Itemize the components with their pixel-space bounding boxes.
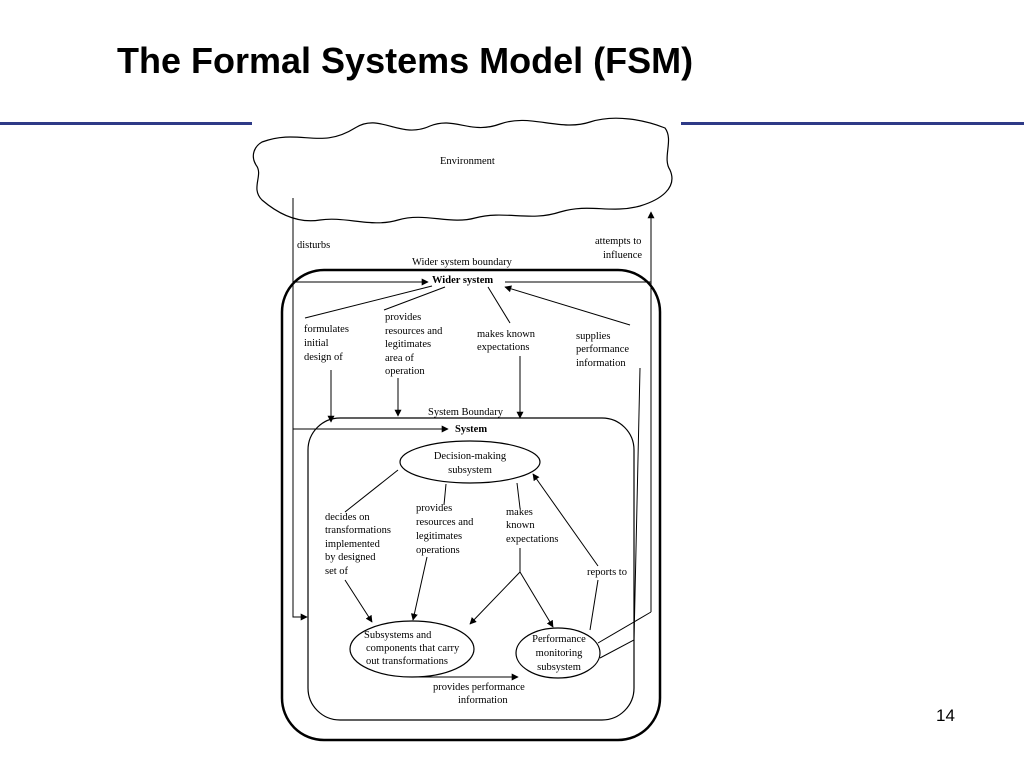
formulates-label-1: formulates — [304, 324, 349, 335]
formulates-line — [304, 285, 433, 319]
supplies-performance-line — [599, 367, 641, 659]
provides-resources-inner-arrow — [410, 556, 428, 621]
formulates-label-2: initial — [304, 338, 329, 349]
makes-known-outer-label-1: makes known — [477, 329, 536, 340]
makes-known-inner-line — [516, 482, 521, 509]
performance-monitoring-subsystem — [515, 627, 601, 679]
environment-label: Environment — [440, 156, 495, 167]
attempts-to-influence-label-2: influence — [603, 250, 642, 261]
disturbs-label: disturbs — [297, 240, 330, 251]
decides-on-line — [344, 469, 399, 513]
makes-known-to-subsystems-arrow — [469, 571, 521, 625]
makes-known-outer-label-2: expectations — [477, 342, 529, 353]
provides-resources-inner-label-4: operations — [416, 545, 460, 556]
environment-cloud — [252, 117, 673, 224]
provides-resources-outer-label-5: operation — [385, 366, 425, 377]
provides-resources-outer-label-3: legitimates — [385, 339, 431, 350]
subsystems-label-1: Subsystems and — [364, 630, 432, 641]
supplies-performance-label-2: performance — [576, 344, 629, 355]
system-boundary-label: System Boundary — [428, 407, 504, 418]
decides-on-label-4: by designed — [325, 552, 376, 563]
system-label: System — [455, 424, 487, 435]
decides-on-label-2: transformations — [325, 525, 391, 536]
provides-resources-outer-line — [383, 286, 446, 311]
decides-on-label-3: implemented — [325, 539, 381, 550]
subsystems-label-3: out transformations — [366, 656, 448, 667]
attempts-to-influence-label-1: attempts to — [595, 236, 641, 247]
decision-making-label-1: Decision-making — [434, 451, 507, 462]
system-boundary-box — [307, 417, 635, 721]
provides-resources-outer-label-1: provides — [385, 312, 421, 323]
makes-known-inner-label-2: known — [506, 520, 535, 531]
wider-system-boundary-box — [280, 268, 662, 742]
performance-to-influence-line — [597, 611, 652, 644]
provides-resources-outer-label-2: resources and — [385, 326, 443, 337]
decides-on-label-5: set of — [325, 566, 349, 577]
supplies-performance-arrow — [504, 285, 631, 326]
performance-monitoring-label-2: monitoring — [536, 648, 583, 659]
decides-on-arrow — [344, 579, 373, 623]
reports-to-arrow — [532, 473, 599, 567]
makes-known-inner-label-3: expectations — [506, 534, 558, 545]
provides-resources-inner-label-3: legitimates — [416, 531, 462, 542]
wider-system-boundary-label: Wider system boundary — [412, 257, 513, 268]
provides-resources-inner-label-1: provides — [416, 503, 452, 514]
reports-to-line — [589, 579, 599, 631]
decision-making-subsystem — [399, 440, 541, 484]
provides-resources-inner-line — [443, 483, 447, 506]
disturbs-arrow-to-system — [292, 282, 308, 621]
decision-making-label-2: subsystem — [448, 465, 492, 476]
provides-resources-inner-label-2: resources and — [416, 517, 474, 528]
provides-performance-label-1: provides performance — [433, 682, 525, 693]
title-divider-left — [0, 122, 252, 125]
subsystems-label-2: components that carry — [366, 643, 460, 654]
supplies-performance-label-1: supplies — [576, 331, 610, 342]
formulates-label-3: design of — [304, 352, 343, 363]
supplies-performance-label-3: information — [576, 358, 626, 369]
provides-resources-outer-label-4: area of — [385, 353, 414, 364]
makes-known-to-performance-arrow — [519, 571, 554, 628]
performance-monitoring-label-1: Performance — [532, 634, 586, 645]
makes-known-inner-label-1: makes — [506, 507, 533, 518]
performance-monitoring-label-3: subsystem — [537, 662, 581, 673]
reports-to-label: reports to — [587, 567, 627, 578]
wider-system-label: Wider system — [432, 275, 493, 286]
title-divider-right — [681, 122, 1024, 125]
provides-performance-label-2: information — [458, 695, 508, 706]
slide-title: The Formal Systems Model (FSM) — [117, 40, 694, 81]
page-number: 14 — [936, 706, 955, 725]
decides-on-label-1: decides on — [325, 512, 370, 523]
makes-known-outer-line — [487, 286, 511, 324]
